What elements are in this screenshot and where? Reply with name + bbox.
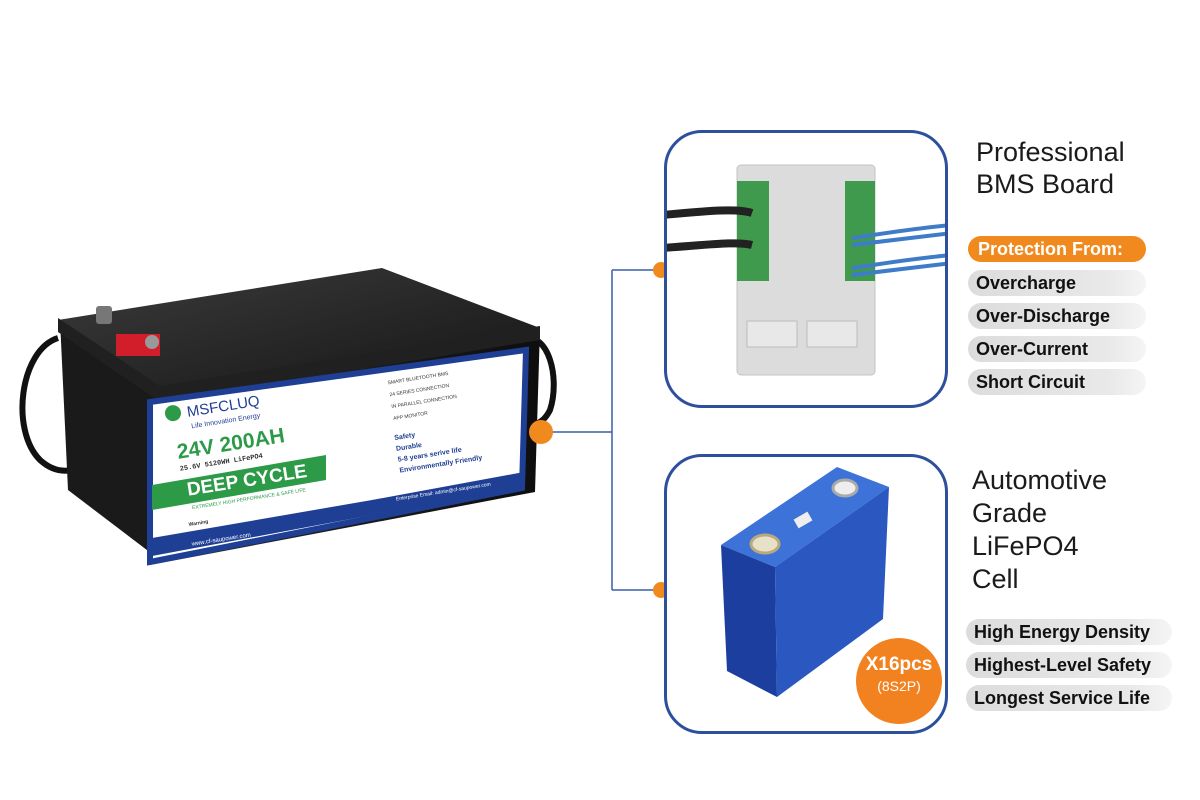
bms-title-line-1: Professional (976, 137, 1125, 167)
cell-title-line-4: Cell (972, 564, 1019, 594)
battery-warning-title: Warning (188, 519, 209, 528)
cell-title-line-1: Automotive (972, 465, 1108, 495)
deep-cycle-banner (152, 455, 326, 510)
battery-image: MSFCLUQ Life Innovation Energy 24V 200AH… (19, 268, 557, 566)
bms-board-panel (664, 130, 948, 408)
battery-check-4: APP MONITOR (393, 411, 429, 422)
cell-title-line-2: Grade (972, 498, 1048, 528)
battery-feature-1: Safety (394, 432, 416, 442)
lifepo4-cell-image (721, 467, 889, 697)
cell-feature-safety: Highest-Level Safety (966, 652, 1172, 678)
battery-label (147, 346, 530, 566)
cell-title: Automotive Grade LiFePO4 Cell (972, 464, 1107, 596)
bms-title: Professional BMS Board (976, 136, 1125, 200)
protection-item-short-circuit: Short Circuit (968, 369, 1146, 395)
protection-from-label: Protection From: (968, 236, 1146, 262)
protection-item-overcharge: Overcharge (968, 270, 1146, 296)
terminal-negative-icon (96, 306, 112, 324)
cell-title-line-3: LiFePO4 (972, 531, 1079, 561)
cell-count-badge: X16pcs (8S2P) (856, 638, 942, 724)
cell-configuration: (8S2P) (877, 678, 921, 694)
bms-board-image (667, 164, 945, 376)
protection-item-over-discharge: Over-Discharge (968, 303, 1146, 329)
battery-feature-2: Durable (396, 442, 423, 453)
protection-item-over-current: Over-Current (968, 336, 1146, 362)
cell-count: X16pcs (865, 654, 933, 675)
cell-feature-energy-density: High Energy Density (966, 619, 1172, 645)
cell-feature-service-life: Longest Service Life (966, 685, 1172, 711)
brand-logo-icon (164, 405, 181, 422)
bms-title-line-2: BMS Board (976, 169, 1115, 199)
